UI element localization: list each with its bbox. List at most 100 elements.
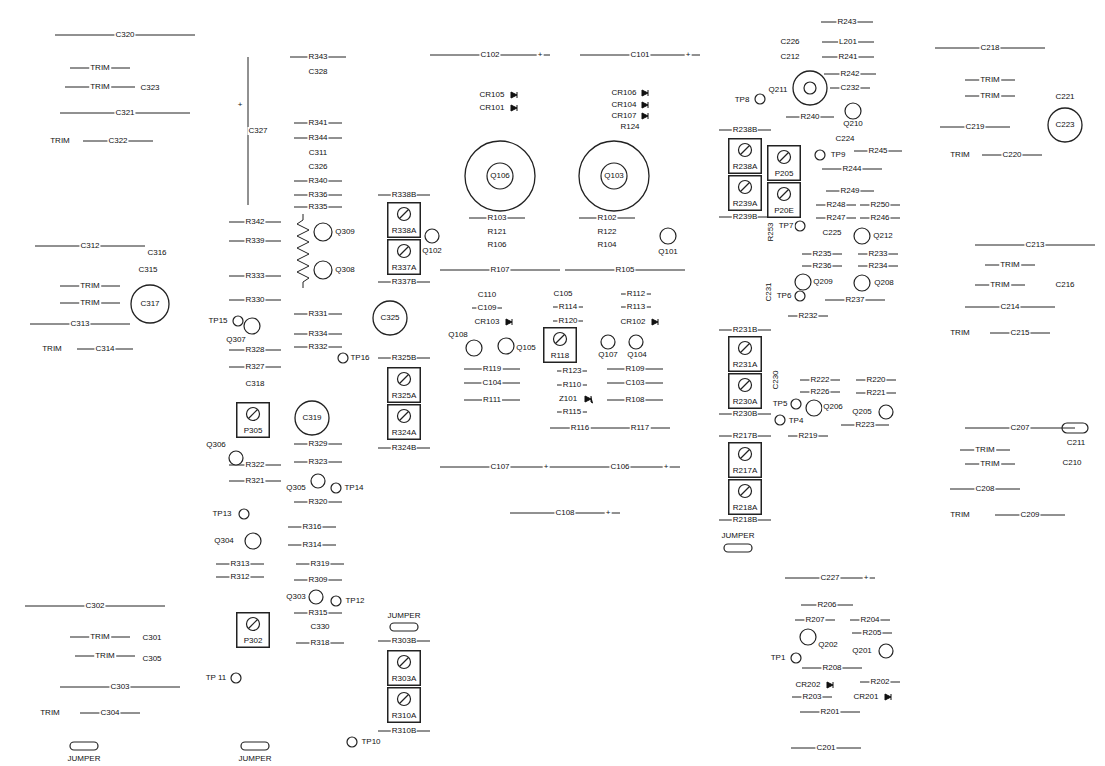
part-label: R312	[229, 573, 250, 581]
part-label: C319	[302, 414, 321, 422]
part-label: Q102	[421, 247, 443, 255]
part-label: R338A	[392, 227, 416, 235]
pot-adjuster	[398, 208, 411, 221]
part-circle	[244, 318, 260, 334]
part-label: TRIM	[949, 511, 971, 519]
pot-adjuster	[398, 373, 411, 386]
part-label: TP 11	[205, 674, 228, 682]
potentiometer-box: R337A	[387, 239, 421, 275]
part-circle	[815, 150, 825, 160]
part-label: C218	[979, 44, 1000, 52]
part-label: R118	[551, 352, 570, 360]
pot-slot	[780, 153, 789, 162]
jumper-symbol	[70, 742, 98, 750]
part-circle	[331, 596, 341, 606]
part-label: R105	[614, 266, 635, 274]
part-label: R327	[244, 363, 265, 371]
part-label: +	[605, 509, 612, 517]
part-label: R324A	[392, 429, 416, 437]
part-circle	[466, 340, 482, 356]
pot-outline	[768, 183, 801, 218]
part-label: C105	[552, 290, 573, 298]
part-label: R253	[767, 221, 775, 242]
part-label: C104	[481, 379, 502, 387]
part-label: R103	[486, 214, 507, 222]
part-label: TP16	[349, 354, 370, 362]
part-label: Q205	[851, 408, 873, 416]
part-label: R235	[811, 250, 832, 258]
part-label: Q308	[334, 266, 356, 274]
pot-adjuster	[398, 693, 411, 706]
part-label: Q208	[873, 279, 895, 287]
part-label: R232	[797, 312, 818, 320]
part-label: +	[863, 574, 870, 582]
part-label: R123	[561, 367, 582, 375]
part-label: C221	[1054, 93, 1075, 101]
part-label: R330	[244, 296, 265, 304]
part-label: R203	[801, 693, 822, 701]
part-label: C109	[476, 304, 497, 312]
part-label: C318	[244, 380, 265, 388]
part-label: CR102	[620, 318, 647, 326]
part-label: C103	[624, 379, 645, 387]
diode-symbol	[642, 90, 648, 96]
part-label: R207	[804, 616, 825, 624]
part-label: TRIM	[49, 137, 71, 145]
part-circle	[309, 590, 323, 604]
part-label: Q210	[842, 120, 864, 128]
part-label: TRIM	[39, 709, 61, 717]
diode-symbol	[827, 682, 833, 688]
part-label: C208	[974, 485, 995, 493]
pot-adjuster	[739, 379, 752, 392]
part-label: R250	[869, 201, 890, 209]
diode-symbol	[506, 319, 512, 325]
part-label: R336	[307, 191, 328, 199]
capacitor-circle: C317	[130, 284, 170, 324]
potentiometer-box: R231A	[728, 336, 762, 372]
part-label: R122	[596, 228, 617, 236]
part-label: R247	[825, 214, 846, 222]
pot-slot	[249, 620, 258, 629]
part-label: C223	[1055, 121, 1074, 129]
part-circle	[314, 223, 332, 241]
part-label: TP15	[207, 317, 228, 325]
part-label: Q303	[285, 593, 307, 601]
part-label: Q309	[334, 228, 356, 236]
part-label: C301	[141, 634, 162, 642]
part-label: Q202	[817, 641, 839, 649]
potentiometer-box: R218A	[728, 479, 762, 515]
zener-symbol	[585, 396, 593, 403]
part-label: R102	[596, 214, 617, 222]
part-label: R109	[624, 365, 645, 373]
part-label: R246	[869, 214, 890, 222]
part-label: R220	[865, 376, 886, 384]
part-label: C330	[309, 623, 330, 631]
part-label: C110	[477, 291, 498, 299]
part-label: JUMPER	[67, 755, 102, 763]
pot-slot	[741, 381, 750, 390]
part-circle	[231, 673, 241, 683]
pot-adjuster	[739, 448, 752, 461]
potentiometer-box: P302	[236, 612, 270, 648]
part-label: R236	[811, 262, 832, 270]
pot-outline	[237, 613, 270, 648]
part-circle	[601, 335, 615, 349]
diode-symbol	[511, 105, 517, 111]
transistor-outline	[804, 82, 816, 94]
small-parts	[229, 94, 893, 747]
part-label: CR101	[479, 104, 506, 112]
part-label: C108	[554, 509, 575, 517]
part-label: C315	[137, 266, 158, 274]
part-circle	[806, 400, 822, 416]
part-label: TP1	[770, 654, 787, 662]
pot-outline	[544, 328, 577, 363]
part-label: C323	[139, 84, 160, 92]
part-label: P20E	[774, 207, 794, 215]
part-label: R119	[482, 365, 503, 373]
part-label: JUMPER	[387, 612, 422, 620]
pot-adjuster	[739, 485, 752, 498]
part-label: TRIM	[949, 151, 971, 159]
part-label: TRIM	[979, 76, 1001, 84]
potentiometer-box: R325A	[387, 367, 421, 403]
transistor-ring	[579, 141, 649, 211]
